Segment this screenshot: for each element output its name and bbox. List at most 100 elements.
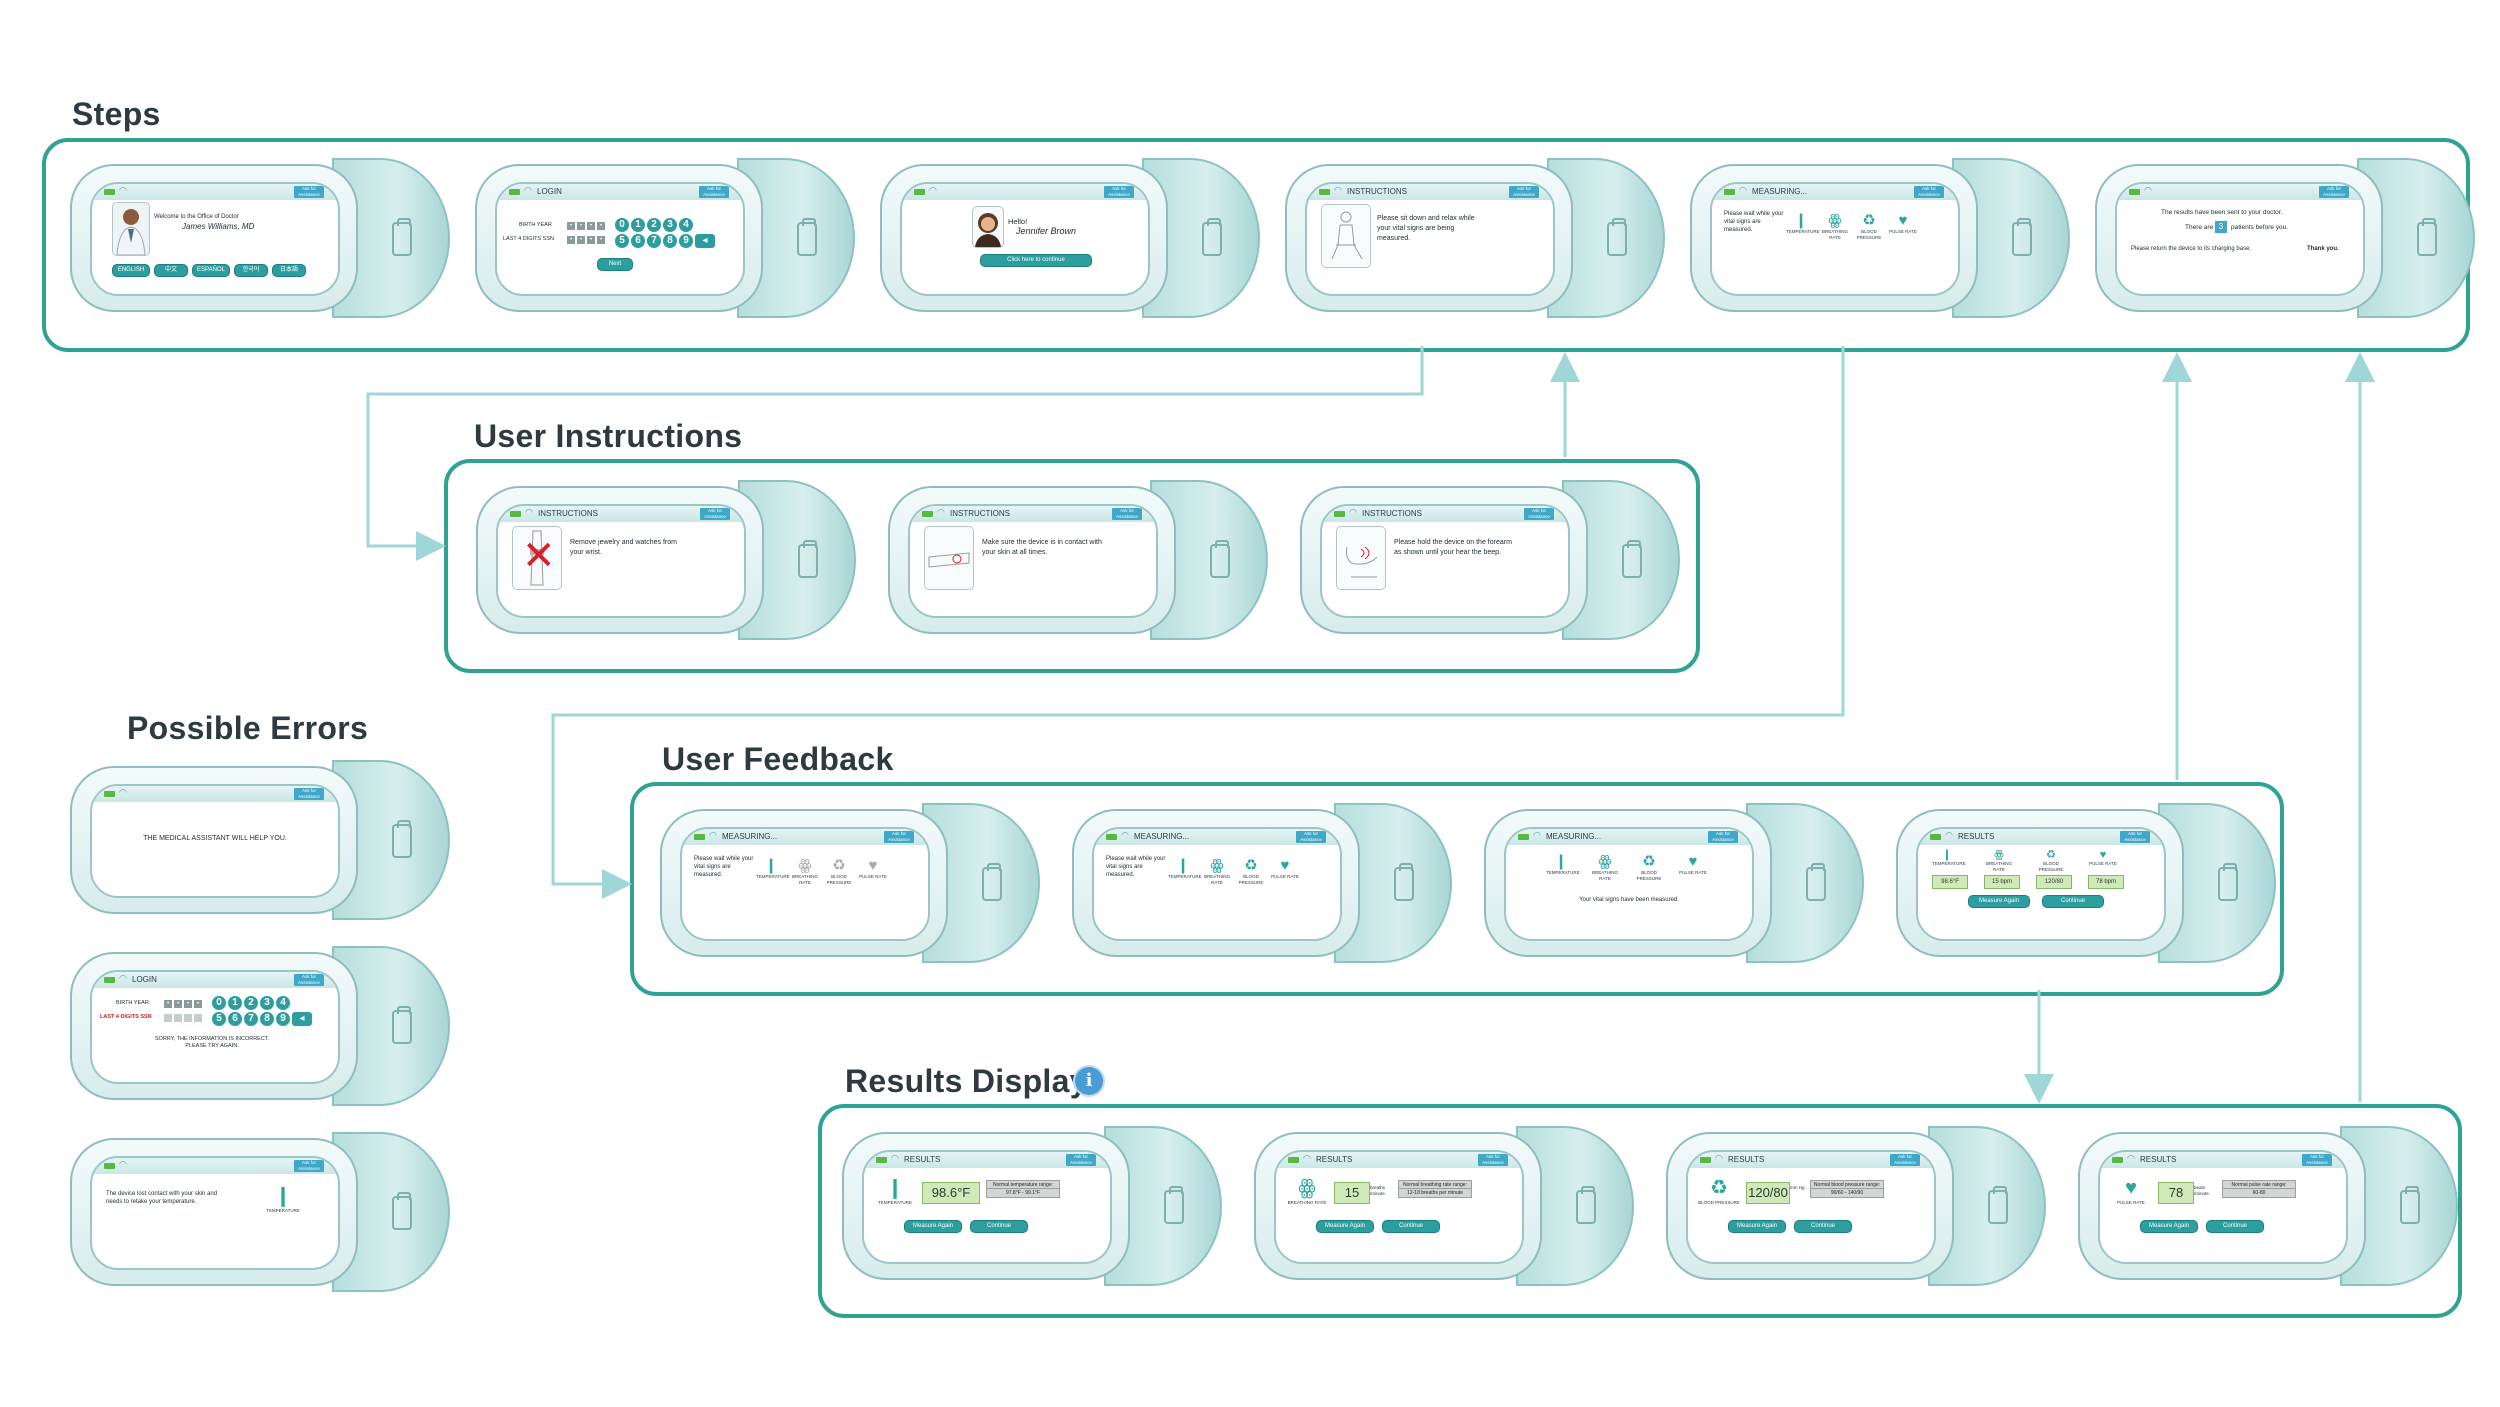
wifi-icon: ◠ [1945,830,1953,840]
device-feedback-measured: ◠ MEASURING... Ask for Assistance ❙TEMPE… [1484,803,1864,963]
click-to-continue-button[interactable]: Click here to continue [980,254,1092,267]
measure-again-button[interactable]: Measure Again [904,1220,962,1233]
instruction-text: Please sit down and relax while your vit… [1377,215,1475,242]
result-unit: beats /minute [2194,1185,2209,1196]
assistance-button[interactable]: Ask for Assistance [1890,1154,1920,1166]
assistance-button[interactable]: Ask for Assistance [1112,508,1142,520]
assistance-button[interactable]: Ask for Assistance [2302,1154,2332,1166]
device-feedback-measuring-2: ◠ MEASURING... Ask for Assistance Please… [1072,803,1452,963]
birth-year-field[interactable]: •••• [567,222,605,230]
device-welcome: ◠ Ask for Assistance Welcome to the Offi… [70,158,450,318]
continue-button[interactable]: Continue [970,1220,1028,1233]
continue-button[interactable]: Continue [2042,895,2104,908]
backspace-icon[interactable]: ◂ [695,234,715,248]
battery-icon [2112,1157,2123,1163]
device-body: ◠ Ask for Assistance Hello! Jennifer Bro… [880,164,1168,312]
assistance-button[interactable]: Ask for Assistance [884,831,914,843]
device-body: ◠ RESULTS Ask for Assistance ❙TEMPERATUR… [842,1132,1130,1280]
not-allowed-icon: ✕ [522,534,556,578]
assistance-button[interactable]: Ask for Assistance [1296,831,1326,843]
next-button[interactable]: Next [597,258,633,271]
device-body: ◠ MEASURING... Ask for Assistance Please… [660,809,948,957]
assistance-button[interactable]: Ask for Assistance [1478,1154,1508,1166]
thank-you-text: Thank you. [2307,246,2339,252]
device-instruction-jewelry: ◠ INSTRUCTIONS Ask for Assistance ✕ Remo… [476,480,856,640]
welcome-line: Welcome to the Office of Doctor [154,214,239,220]
wifi-icon: ◠ [2127,1153,2135,1163]
wifi-icon: ◠ [891,1153,899,1163]
temperature-value: 98.6°F [1932,875,1968,889]
wait-text: Please wait while your vital signs are m… [1724,211,1784,233]
battery-icon [1518,834,1529,840]
language-chinese-button[interactable]: 中文 [154,264,188,277]
assistance-button[interactable]: Ask for Assistance [699,186,729,198]
instruction-text: Make sure the device is in contact with … [982,539,1102,556]
measure-again-button[interactable]: Measure Again [1728,1220,1786,1233]
continue-button[interactable]: Continue [2206,1220,2264,1233]
assistance-button[interactable]: Ask for Assistance [2319,186,2349,198]
info-icon[interactable]: i [1075,1067,1103,1095]
backspace-icon[interactable]: ◂ [292,1012,312,1026]
device-screen: ◠ MEASURING... Ask for Assistance ❙TEMPE… [1504,827,1754,941]
doctor-name: James Williams, MD [182,222,255,231]
assistance-button[interactable]: Ask for Assistance [1066,1154,1096,1166]
device-body: ◠ MEASURING... Ask for Assistance ❙TEMPE… [1484,809,1772,957]
heart-icon: ♥ [1688,853,1698,870]
measure-again-button[interactable]: Measure Again [1968,895,2030,908]
battery-icon [914,189,925,195]
wait-text: Please wait while your vital signs are m… [694,856,754,878]
language-korean-button[interactable]: 한국어 [234,264,268,277]
assistance-button[interactable]: Ask for Assistance [1509,186,1539,198]
device-feedback-results: ◠ RESULTS Ask for Assistance ❙TEMPERATUR… [1896,803,2276,963]
wifi-icon: ◠ [119,185,127,195]
language-spanish-button[interactable]: ESPAÑOL [192,264,230,277]
device-body: ◠ INSTRUCTIONS Ask for Assistance Make s… [888,486,1176,634]
language-english-button[interactable]: ENGLISH [112,264,150,277]
patients-before-label: patients before you. [2231,224,2289,231]
assistance-button[interactable]: Ask for Assistance [700,508,730,520]
device-screen: ◠ Ask for Assistance Welcome to the Offi… [90,182,340,296]
device-screen: ◠ INSTRUCTIONS Ask for Assistance Please… [1320,504,1570,618]
assistance-button[interactable]: Ask for Assistance [2120,831,2150,843]
screen-title: MEASURING... [722,832,778,841]
device-error-login: ◠ LOGIN Ask for Assistance BIRTH YEAR LA… [70,946,450,1106]
wifi-icon: ◠ [1715,1153,1723,1163]
assistance-button[interactable]: Ask for Assistance [1104,186,1134,198]
assistance-button[interactable]: Ask for Assistance [294,1160,324,1172]
continue-button[interactable]: Continue [1794,1220,1852,1233]
greeting: Hello! [1008,217,1028,226]
device-body: ◠ RESULTS Ask for Assistance ♻BLOOD PRES… [1666,1132,1954,1280]
ssn-field[interactable]: •••• [567,236,605,244]
arm-contact-illustration [924,526,974,590]
assistance-button[interactable]: Ask for Assistance [1708,831,1738,843]
language-japanese-button[interactable]: 日本語 [272,264,306,277]
assistance-button[interactable]: Ask for Assistance [294,788,324,800]
assistance-button[interactable]: Ask for Assistance [1914,186,1944,198]
birth-year-field[interactable]: •••• [164,1000,202,1008]
device-body: ◠ Ask for Assistance Welcome to the Offi… [70,164,358,312]
device-body: ◠ INSTRUCTIONS Ask for Assistance Please… [1300,486,1588,634]
temperature-indicator: ❙TEMPERATURE [874,1176,916,1206]
measure-again-button[interactable]: Measure Again [1316,1220,1374,1233]
device-screen: ◠ LOGIN Ask for Assistance BIRTH YEAR LA… [90,970,340,1084]
device-body: ◠ LOGIN Ask for Assistance BIRTH YEAR LA… [475,164,763,312]
assistance-button[interactable]: Ask for Assistance [1524,508,1554,520]
assistance-button[interactable]: Ask for Assistance [294,974,324,986]
ssn-field[interactable] [164,1014,202,1022]
continue-button[interactable]: Continue [1382,1220,1440,1233]
assistance-button[interactable]: Ask for Assistance [294,186,324,198]
measure-again-button[interactable]: Measure Again [2140,1220,2198,1233]
there-are-label: There are [2185,224,2214,231]
device-screen: ◠ MEASURING... Ask for Assistance Please… [680,827,930,941]
blood-pressure-icon: ♻ [832,857,846,874]
battery-icon [104,189,115,195]
battery-icon [1724,189,1735,195]
